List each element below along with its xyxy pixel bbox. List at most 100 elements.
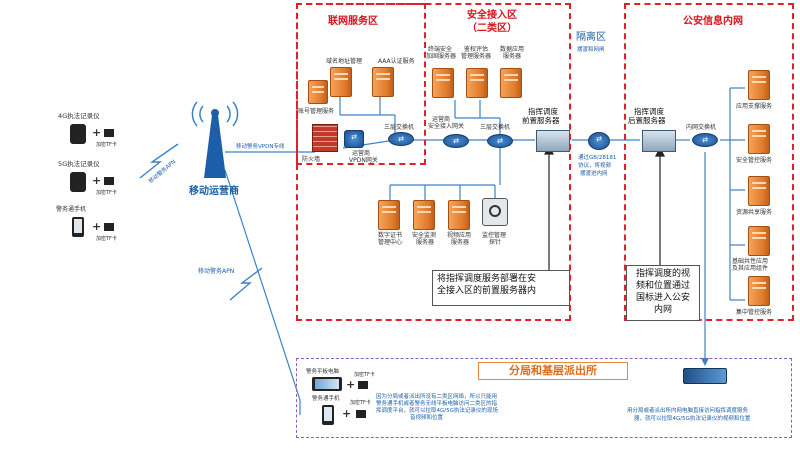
tablet-screen-icon: [315, 379, 339, 389]
app-support-label: 应用支撑服务: [736, 103, 773, 110]
auth-server-icon: [466, 68, 488, 98]
rear-server-label-2: 后置服务器: [628, 116, 666, 125]
tf-card-icon: [104, 129, 114, 137]
tf-card-icon: [104, 177, 114, 185]
callout-video-intranet: 指挥调度的视 频和位置通过 国标进入公安 内网: [626, 265, 700, 321]
pad-card-label: 加密TF卡: [354, 372, 375, 378]
central-control-label: 集中管控服务: [736, 309, 773, 316]
anquan-switch-icon: ⇄: [487, 134, 513, 148]
zone-title-anquan: 安全接入区: [467, 10, 517, 21]
front-server-label-1: 指挥调度: [528, 107, 558, 116]
server-label-dns: 域名地址管理: [326, 58, 363, 65]
firewall-label: 防火墙: [302, 156, 321, 163]
probe-label-1: 监控管理: [482, 232, 507, 239]
tf-card-label: 加密TF卡: [96, 236, 117, 242]
police-intranet-zone: [624, 3, 794, 321]
callout-front-line-2: 全接入区的前置服务器内: [437, 286, 537, 296]
bodycam-4g-icon: [70, 124, 86, 144]
zone-title-anquan-sub: （二类区）: [467, 23, 517, 34]
networking-service-zone: [296, 3, 426, 165]
cert-label-1: 数字证书: [378, 232, 403, 239]
server-label-data-1: 数据应用: [500, 46, 525, 53]
cert-server-icon: [378, 200, 400, 230]
vpdn-line-label: 移动警务VPDN专线: [236, 144, 285, 150]
resource-share-label: 资源共享服务: [736, 209, 773, 216]
tf-card-icon: [104, 223, 114, 231]
branch-right-line-2: 器，就可以拉取4G/5G执法记录仪的视频和位置: [634, 416, 751, 422]
plus-icon: +: [342, 407, 352, 420]
cert-label-2: 管理中心: [378, 239, 403, 246]
common-app-label-2: 及其应用组件: [732, 265, 769, 272]
zone-title-lianwang: 联网服务区: [328, 16, 378, 27]
tf-card-label: 加密TF卡: [96, 142, 117, 148]
aaa-server-icon: [372, 67, 394, 97]
security-gateway-label-1: 运营商: [432, 116, 451, 123]
front-server-label-2: 前置服务器: [522, 116, 560, 125]
monitor-label-2: 服务器: [416, 239, 435, 246]
callout-video-line-1: 指挥调度的视: [635, 269, 690, 279]
plus-icon: +: [92, 174, 102, 187]
video-server-icon: [448, 200, 470, 230]
l3-switch-label: 三层交换机: [384, 124, 415, 131]
callout-video-line-2: 频和位置通过: [635, 281, 690, 291]
device-label-5g: 5G执法记录仪: [58, 160, 100, 168]
tf-card-icon: [356, 410, 366, 418]
police-phone-icon: [72, 217, 84, 237]
security-control-server-icon: [748, 124, 770, 154]
branch-desc-line-3: 挥调度平台，就可以拉取4G/5G执法记录仪的现场: [376, 408, 498, 414]
central-control-server-icon: [748, 276, 770, 306]
video-label-1: 视频应用: [447, 232, 472, 239]
monitor-label-1: 安全监测: [412, 232, 437, 239]
device-label-phone: 警务通手机: [56, 206, 87, 213]
apn-label-2: 移动警务APN: [198, 268, 235, 275]
server-label-terminal-2: 加固服务器: [426, 53, 457, 60]
branch-desc-line-1: 因为分局或者派出所没有二类区网络，所以只能用: [376, 394, 498, 400]
intranet-switch-label: 内网交换机: [686, 124, 717, 131]
protocol-label-3: 摆渡进内网: [580, 171, 608, 177]
callout-front-line-1: 将指挥调度服务部署在安: [437, 274, 537, 284]
monitor-server-icon: [413, 200, 435, 230]
callout-video-line-3: 国标进入公安: [635, 293, 690, 303]
ferry-gateway-icon: ⇄: [588, 132, 610, 150]
intranet-switch-icon: ⇄: [692, 133, 718, 147]
branch-desc-line-4: 音视频和位置: [410, 415, 444, 421]
resource-share-server-icon: [748, 176, 770, 206]
video-label-2: 服务器: [451, 239, 470, 246]
server-label-account: 账号管理服务: [298, 108, 335, 115]
vpdn-gateway-icon: ⇄: [344, 130, 364, 148]
tf-card-icon: [358, 381, 368, 389]
branch-zone-title: 分局和基层派出所: [478, 362, 628, 380]
rear-server-icon: [642, 130, 676, 152]
operator-label: 移动运营商: [189, 186, 239, 197]
server-label-auth-1: 鉴权评估: [464, 46, 489, 53]
server-label-auth-2: 管理服务器: [461, 53, 492, 60]
plus-icon: +: [346, 378, 356, 391]
pad-label: 警务平板电脑: [306, 369, 340, 375]
phone-card-label: 加密TF卡: [350, 400, 371, 406]
plus-icon: +: [92, 220, 102, 233]
callout-front-deploy: 将指挥调度服务部署在安 全接入区的前置服务器内: [432, 270, 570, 306]
branch-right-line-1: 用分局或者派出所内网电脑直接访问指挥调度服务: [627, 408, 749, 414]
device-label-4g: 4G执法记录仪: [58, 112, 100, 120]
branch-desc-line-2: 警务通手机或者警务无线平板电脑访问二类区的指: [376, 401, 498, 407]
server-label-aaa: AAA认证服务: [378, 58, 415, 65]
ferry-label: 摆渡和网闸: [577, 47, 605, 53]
vpdn-gateway-label-2: VPDN网关: [349, 157, 378, 164]
bottom-phone-label: 警务通手机: [312, 396, 340, 402]
account-server-icon: [308, 80, 328, 104]
common-app-server-icon: [748, 226, 770, 256]
zone-title-gongan: 公安信息内网: [683, 16, 743, 27]
data-server-icon: [500, 68, 522, 98]
app-support-server-icon: [748, 70, 770, 100]
server-label-terminal-1: 终端安全: [428, 46, 453, 53]
police-tablet-icon: [312, 377, 342, 391]
callout-video-line-4: 内网: [653, 305, 672, 315]
zone-title-geli: 隔离区: [576, 32, 606, 43]
bodycam-5g-icon: [70, 172, 86, 192]
probe-label-2: 探针: [489, 239, 502, 246]
security-gateway-icon: ⇄: [443, 134, 469, 148]
terminal-server-icon: [432, 68, 454, 98]
protocol-label-2: 协议，将视频: [578, 163, 612, 169]
firewall-icon: [312, 124, 338, 152]
